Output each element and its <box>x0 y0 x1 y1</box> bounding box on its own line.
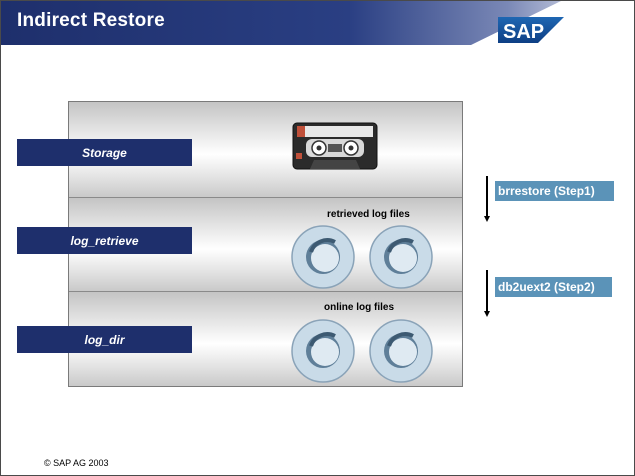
tier-label-log-retrieve: log_retrieve <box>17 227 192 254</box>
cassette-tape-icon <box>292 122 378 170</box>
tier-caption: online log files <box>324 302 395 313</box>
disk-icon <box>291 225 355 289</box>
step-label-brrestore: brrestore (Step1) <box>495 181 614 201</box>
step1-arrow-head <box>484 216 490 222</box>
copyright: © SAP AG 2003 <box>44 458 109 468</box>
step-label-db2uext2: db2uext2 (Step2) <box>495 277 612 297</box>
step2-arrow-head <box>484 311 490 317</box>
step1-arrow-line <box>486 176 488 217</box>
header-bar: Indirect Restore SAP <box>1 1 634 45</box>
svg-text:SAP: SAP <box>503 21 544 43</box>
page-title: Indirect Restore <box>17 10 165 31</box>
disk-icon <box>369 319 433 383</box>
sap-logo: SAP <box>498 17 564 43</box>
disk-icon <box>369 225 433 289</box>
tier-label-storage: Storage <box>17 139 192 166</box>
tier-label-log-dir: log_dir <box>17 326 192 353</box>
copyright-text: SAP AG 2003 <box>53 458 109 468</box>
disk-icon <box>291 319 355 383</box>
tier-caption: retrieved log files <box>327 209 410 220</box>
step2-arrow-line <box>486 270 488 312</box>
